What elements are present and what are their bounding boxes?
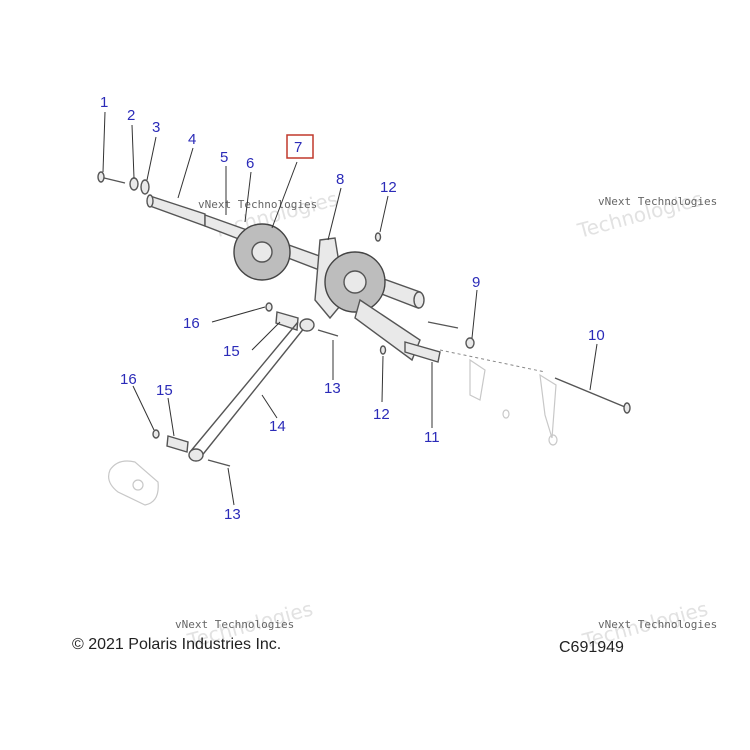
parts-layer (97, 171, 631, 467)
leader-10 (589, 343, 598, 391)
part-12-grease-fitting-upper (374, 232, 382, 242)
part-1-bolt-head (97, 171, 105, 183)
part-14-link-rod-b (199, 326, 306, 459)
part-10-long-bolt (554, 377, 626, 408)
part-9-bolt (427, 321, 459, 329)
callout-15-upper[interactable]: 15 (223, 343, 240, 360)
leader-12-upper (379, 195, 389, 233)
part-16-nut-lower (152, 429, 160, 439)
part-14-rod-end-upper (299, 318, 315, 332)
leader-16-lower (132, 385, 155, 431)
callout-12-upper[interactable]: 12 (380, 179, 397, 196)
callout-2[interactable]: 2 (127, 107, 135, 124)
leader-13-lower (227, 467, 235, 506)
part-3-washer (140, 179, 150, 195)
part-14-rod-end-lower (188, 448, 204, 462)
ghost-bracket-right-2 (539, 373, 557, 439)
callout-13-upper[interactable]: 13 (324, 380, 341, 397)
leader-12-lower (381, 355, 384, 403)
part-4-spacer-tube (149, 195, 206, 227)
callout-12-lower[interactable]: 12 (373, 406, 390, 423)
copyright-text: © 2021 Polaris Industries Inc. (72, 636, 281, 653)
callout-5[interactable]: 5 (220, 149, 228, 166)
part-15-bushing-upper (275, 311, 299, 331)
highlight-box-callout-7 (286, 134, 314, 159)
callout-9[interactable]: 9 (472, 274, 480, 291)
callout-layer: 1 2 3 4 5 6 7 8 12 9 16 15 10 13 12 11 1… (100, 94, 605, 523)
figure-id: C691949 (559, 639, 624, 656)
callout-14[interactable]: 14 (269, 418, 286, 435)
leader-3 (146, 136, 157, 181)
callout-15-lower[interactable]: 15 (156, 382, 173, 399)
part-10-bolt-head (623, 402, 631, 414)
part-13-bolt-upper (317, 329, 339, 337)
leader-2 (131, 124, 135, 179)
ghost-mount-hole (132, 479, 144, 491)
watermark-small-3: vNext Technologies (175, 618, 294, 631)
callout-13-lower[interactable]: 13 (224, 506, 241, 523)
part-12-grease-fitting-lower (379, 345, 387, 355)
callout-16-upper[interactable]: 16 (183, 315, 200, 332)
callout-11[interactable]: 11 (424, 429, 440, 446)
part-7-wheel-hub (251, 241, 273, 263)
leader-15-lower (167, 397, 175, 437)
ghost-bracket-right-1 (469, 358, 486, 401)
main-axle-end (413, 291, 425, 309)
watermark-small-2: vNext Technologies (598, 195, 717, 208)
callout-16-lower[interactable]: 16 (120, 371, 137, 388)
centerline-axle-10 (439, 349, 546, 373)
ghost-bolt-head (548, 434, 558, 446)
part-11-arm (354, 298, 421, 362)
leader-8 (327, 187, 342, 241)
leader-9 (471, 289, 478, 339)
callout-10[interactable]: 10 (588, 327, 605, 344)
callout-8[interactable]: 8 (336, 171, 344, 188)
leader-1 (102, 111, 106, 173)
leader-lines (102, 111, 598, 506)
leader-14 (261, 394, 278, 419)
callout-1[interactable]: 1 (100, 94, 108, 111)
leader-15-upper (251, 321, 281, 351)
leader-6 (244, 171, 252, 223)
part-16-nut-upper (265, 302, 273, 312)
leader-4 (177, 147, 194, 199)
part-2-washer (129, 177, 139, 191)
watermark-small-1: vNext Technologies (198, 198, 317, 211)
callout-6[interactable]: 6 (246, 155, 254, 172)
ghost-parts (108, 349, 558, 506)
part-11-shaft (404, 341, 441, 363)
ghost-mount-left (108, 460, 159, 506)
leader-16-upper (211, 306, 266, 323)
part-4-spacer-end (146, 194, 154, 208)
watermark-small-4: vNext Technologies (598, 618, 717, 631)
callout-4[interactable]: 4 (188, 131, 196, 148)
part-8-wheel-hub (343, 270, 367, 294)
part-9-nut (465, 337, 475, 349)
part-13-bolt-lower (207, 459, 231, 467)
callout-3[interactable]: 3 (152, 119, 160, 136)
leader-7 (271, 161, 298, 229)
part-15-bushing-lower (166, 435, 189, 453)
ghost-pin (502, 409, 510, 419)
callout-7[interactable]: 7 (294, 139, 302, 156)
part-14-link-rod-a (189, 321, 299, 453)
